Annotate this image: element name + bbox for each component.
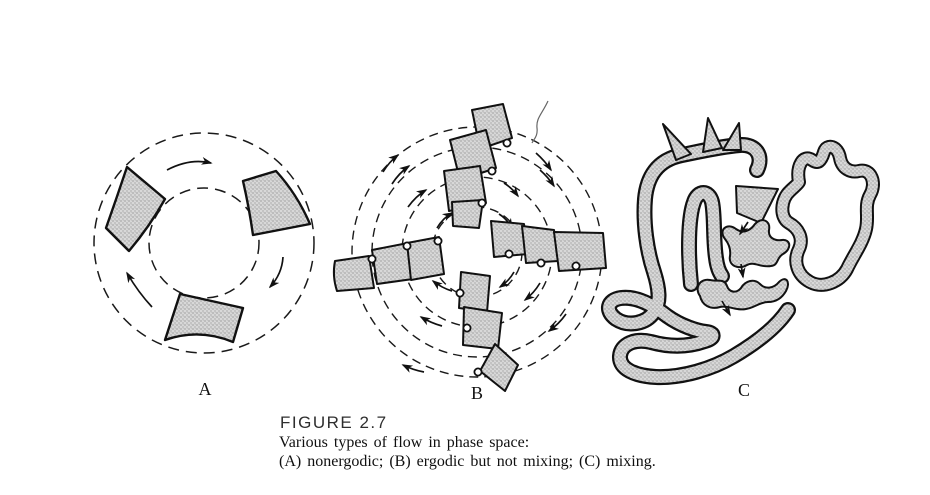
marker-dot (433, 236, 443, 246)
flow-arrow (382, 153, 400, 173)
mixing-stage-3-band (696, 278, 789, 311)
flow-arrow (498, 271, 515, 288)
marker-dot (462, 323, 472, 333)
panel-b-label: B (470, 383, 484, 403)
marker-dot (571, 261, 581, 271)
ribbon-fill (683, 187, 728, 290)
ribbon-tendril (702, 117, 723, 153)
marker-dot (502, 138, 512, 148)
panel-c-mixing-diagram (601, 117, 880, 386)
mixing-stage-1-diamond (735, 185, 779, 224)
flow-arrow (547, 313, 567, 332)
flow-arrow (539, 169, 555, 188)
phase-blob-bottom (163, 292, 245, 344)
flow-arrow-right (268, 256, 284, 289)
flow-arrow (523, 282, 541, 302)
panel-b-ergodic-diagram (332, 100, 607, 392)
down-arrow (721, 300, 731, 317)
mixing-ribbon-inner-hook (681, 185, 730, 292)
marker-dot (473, 367, 483, 377)
phase-blob-upper-left (104, 165, 167, 253)
phase-cell (332, 255, 375, 292)
phase-cell (451, 199, 484, 229)
flow-arrow (401, 364, 425, 373)
marker-dot (477, 198, 487, 208)
marker-dot (455, 288, 465, 298)
phase-cell (449, 129, 497, 181)
mixing-ribbon-right-loop (775, 139, 880, 292)
flow-arrow (419, 316, 443, 327)
phase-cell (406, 236, 445, 281)
phase-cell (479, 343, 519, 392)
flow-arrow (436, 212, 454, 229)
marker-dot (402, 241, 412, 251)
ribbon-fill (777, 141, 878, 290)
down-arrow (737, 263, 746, 279)
ribbon-fill (603, 139, 794, 383)
flow-arrow-left (126, 271, 153, 308)
inner-boundary-circle (148, 187, 260, 299)
down-arrow (739, 221, 749, 236)
ribbon-tendril (722, 122, 742, 151)
flow-arrow (407, 189, 428, 208)
phase-cell (521, 225, 559, 264)
flow-arrow (535, 152, 552, 172)
marker-dot (504, 249, 514, 259)
caption-line-1: Various types of flow in phase space: (279, 434, 530, 451)
caption-line-2: (A) nonergodic; (B) ergodic but not mixi… (279, 453, 656, 470)
flow-arrow-top (166, 156, 213, 171)
flow-arrow (503, 182, 519, 198)
mixing-ribbon-large (601, 117, 796, 386)
panel-a-nonergodic-diagram (93, 132, 315, 354)
flow-arrow (431, 279, 453, 292)
phase-blob-right (241, 169, 312, 237)
marker-dot (536, 258, 546, 268)
panel-c-label: C (737, 380, 751, 400)
outer-boundary-circle (93, 132, 315, 354)
stray-squiggle-mark (531, 100, 549, 144)
marker-dot (367, 254, 377, 264)
ribbon-tendril (662, 123, 692, 161)
phase-cell-chains (332, 103, 607, 392)
flow-arrow (391, 165, 411, 185)
flow-arrows-b (382, 152, 567, 373)
mixing-stage-2-blob (721, 219, 791, 269)
mixing-sequence-arrows (721, 221, 749, 317)
marker-dot (487, 166, 497, 176)
orbit-marker-dots (367, 138, 581, 377)
phase-cell (553, 231, 607, 272)
figure-number: FIGURE 2.7 (280, 413, 388, 432)
panel-a-label: A (198, 379, 212, 399)
